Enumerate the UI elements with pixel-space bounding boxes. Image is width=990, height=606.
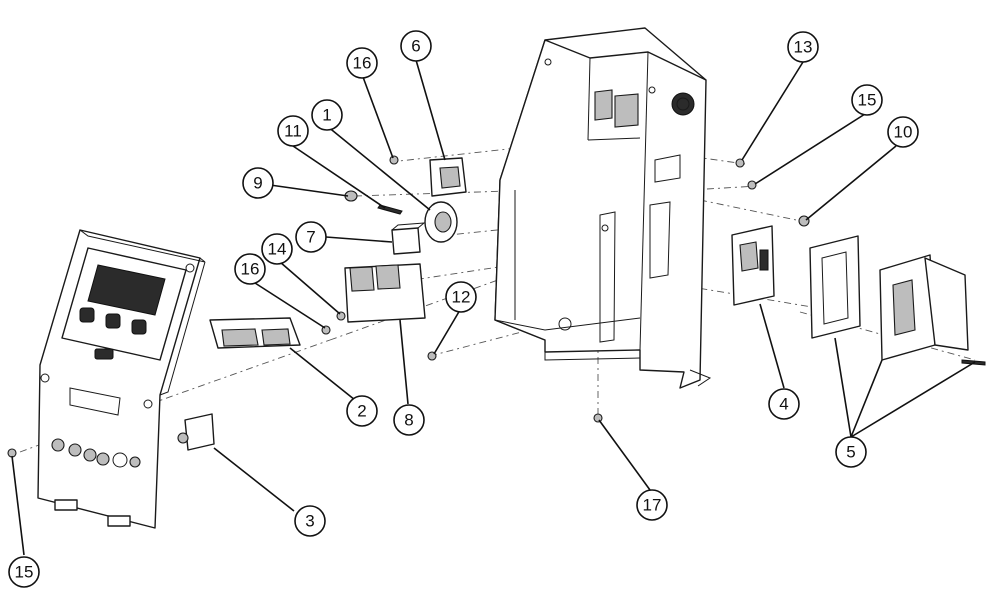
callout-14: 14 (261, 233, 293, 265)
callout-label: 14 (268, 240, 287, 259)
callout-balloon (261, 233, 293, 265)
cover-plate-part (809, 235, 861, 339)
callout-15-left: 15 (8, 556, 40, 588)
callout-label: 15 (15, 563, 34, 582)
callout-label: 13 (794, 38, 813, 57)
callout-8: 8 (393, 404, 425, 436)
relay-part (391, 222, 426, 255)
callout-16-top: 16 (346, 47, 378, 79)
callout-balloon (277, 115, 309, 147)
callout-balloon (400, 30, 432, 62)
callout-balloon (295, 221, 327, 253)
callout-7: 7 (295, 221, 327, 253)
callout-2: 2 (346, 395, 378, 427)
callout-label: 8 (404, 411, 413, 430)
callout-label: 11 (284, 122, 302, 141)
cable-gland-part (424, 201, 458, 243)
power-connector-part (429, 157, 467, 197)
callout-balloon (787, 31, 819, 63)
callout-label: 16 (353, 54, 372, 73)
callout-label: 2 (357, 402, 366, 421)
front-control-panel (37, 229, 206, 529)
callout-label: 16 (241, 260, 260, 279)
callout-9: 9 (242, 167, 274, 199)
callout-label: 5 (846, 443, 855, 462)
callout-11: 11 (277, 115, 309, 147)
callout-balloon (242, 167, 274, 199)
breaker-block-part (209, 317, 301, 349)
callout-balloon (835, 436, 867, 468)
callout-label: 15 (858, 91, 877, 110)
callout-1: 1 (311, 99, 343, 131)
callout-label: 12 (452, 288, 471, 307)
callout-label: 10 (894, 123, 913, 142)
callout-label: 4 (779, 395, 788, 414)
callout-17: 17 (636, 489, 668, 521)
callout-4: 4 (768, 388, 800, 420)
callout-balloon (311, 99, 343, 131)
callout-label: 17 (643, 496, 662, 515)
enclosure-housing (494, 27, 712, 389)
gfci-receptacle-part (731, 225, 775, 306)
callout-balloon (234, 253, 266, 285)
callout-label: 3 (305, 512, 314, 531)
weatherproof-cover-part (879, 254, 969, 361)
callout-16-bottom: 16 (234, 253, 266, 285)
callout-label: 7 (306, 228, 315, 247)
callout-balloon (851, 84, 883, 116)
callout-10: 10 (887, 116, 919, 148)
callout-balloon (445, 281, 477, 313)
callout-15-right: 15 (851, 84, 883, 116)
callout-label: 1 (322, 106, 331, 125)
callout-3: 3 (294, 505, 326, 537)
callout-balloon (636, 489, 668, 521)
callout-5: 5 (835, 436, 867, 468)
relay-socket-part (344, 263, 426, 323)
callout-label: 6 (411, 37, 420, 56)
callout-balloon (8, 556, 40, 588)
callout-12: 12 (445, 281, 477, 313)
callout-balloon (393, 404, 425, 436)
callout-balloon (294, 505, 326, 537)
callout-balloon (346, 47, 378, 79)
callout-balloon (768, 388, 800, 420)
callout-balloon (887, 116, 919, 148)
callout-label: 9 (253, 174, 262, 193)
callout-balloon (346, 395, 378, 427)
callout-leaders (11, 59, 976, 556)
circuit-breaker-part (177, 413, 215, 451)
callout-13: 13 (787, 31, 819, 63)
callout-6: 6 (400, 30, 432, 62)
